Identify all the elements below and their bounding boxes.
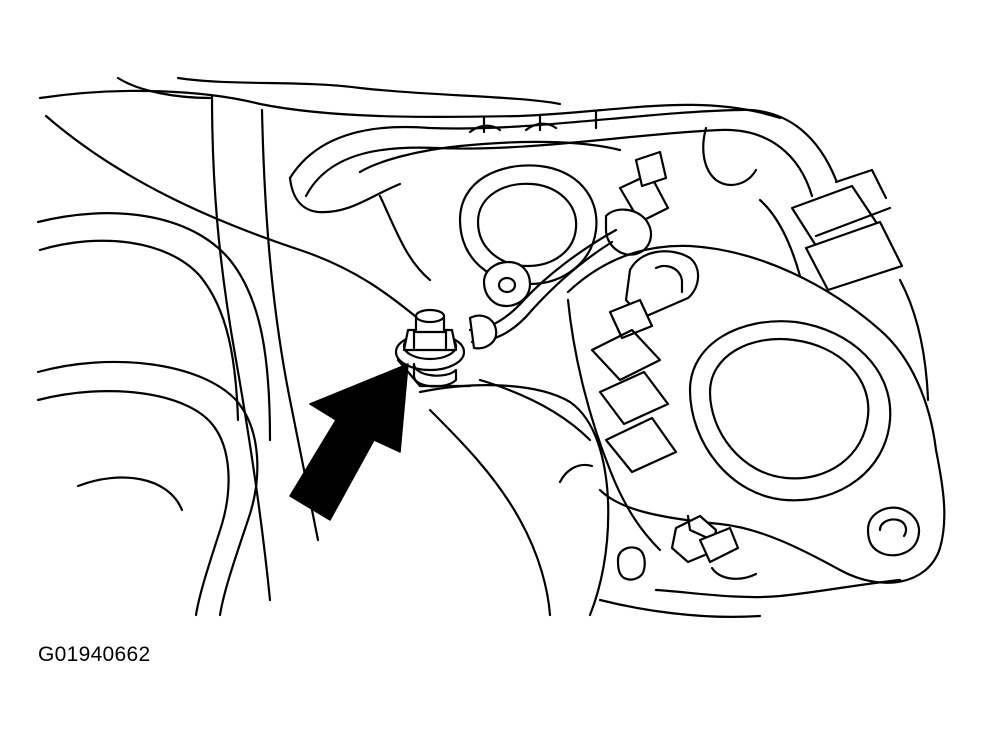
pipe-fitting [790,168,904,292]
stud [616,546,646,581]
ground-bolt [394,308,472,388]
outlet-housing [566,198,946,584]
hose [36,360,259,617]
lower-bolt [670,514,758,580]
cylinder-head-casting [358,110,758,308]
figure-id-label: G01940662 [38,643,151,666]
pointer-arrow [289,363,409,521]
ground-wire [468,150,670,350]
transmission-case [418,384,902,619]
engine-block-outline [36,76,782,602]
